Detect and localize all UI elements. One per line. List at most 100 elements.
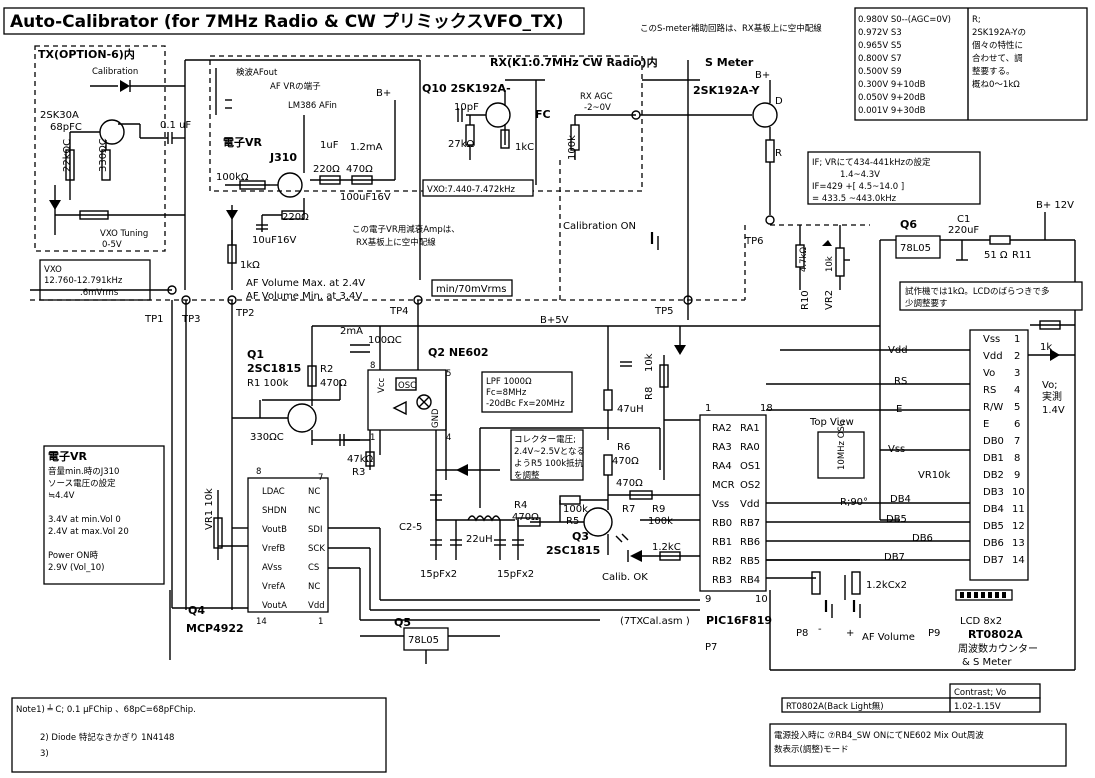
svg-text:音量min.時のJ310: 音量min.時のJ310 xyxy=(48,466,119,477)
p9-label: P9 xyxy=(928,628,940,639)
svg-text:RB3: RB3 xyxy=(712,575,732,586)
p8-label: P8 xyxy=(796,628,808,639)
c10pf-label: 10pF xyxy=(454,102,479,113)
r2-value: 470Ω xyxy=(320,378,347,389)
q2-label: Q2 NE602 xyxy=(428,346,489,359)
svg-text:DB4: DB4 xyxy=(983,504,1004,515)
meter-row: 0.500V S9 xyxy=(858,67,902,77)
meter-row: 0.001V 9+30dB xyxy=(858,106,926,116)
r47k-label: 47kΩ xyxy=(347,454,374,465)
lpf-circuit xyxy=(430,427,661,560)
tx-option-label: TX(OPTION-6)内 xyxy=(38,47,135,61)
r4-label: R4 xyxy=(514,500,527,511)
r330c-label: 330ΩC xyxy=(250,432,284,443)
c1uf-label: 1uF xyxy=(320,140,339,151)
lcd-connector: Vss Vdd Vo RS R/W E DB0 DB1 DB2 DB3 DB4 … xyxy=(969,329,1029,581)
svg-text:SDI: SDI xyxy=(308,525,322,535)
svg-text:RB1: RB1 xyxy=(712,537,732,548)
svg-text:ようR5 100k抵抗: ようR5 100k抵抗 xyxy=(514,458,584,469)
reg-78l05-2-label: 78L05 xyxy=(408,635,439,646)
tp2-label: TP2 xyxy=(235,308,255,319)
vxo-tuning-label: VXO Tuning xyxy=(100,229,148,239)
vr2-circuit xyxy=(770,224,870,290)
r6-label: R6 xyxy=(617,442,630,453)
meter-row: 0.800V S7 xyxy=(858,54,902,64)
svg-text:VrefB: VrefB xyxy=(262,544,285,554)
svg-text:Vcc: Vcc xyxy=(377,378,387,393)
svg-text:12.760-12.791kHz: 12.760-12.791kHz xyxy=(44,276,123,286)
svg-text:RB0: RB0 xyxy=(712,518,732,529)
r1-label: R1 100k xyxy=(247,378,289,389)
top-view-label: Top View xyxy=(809,417,854,428)
lcd-module-icon xyxy=(955,589,1013,601)
svg-text:VXO: VXO xyxy=(44,265,62,275)
c1-label: C1 xyxy=(957,214,970,225)
mcp-wiring xyxy=(169,300,700,660)
svg-text:2: 2 xyxy=(1014,351,1020,362)
svg-text:DB6: DB6 xyxy=(983,538,1004,549)
svg-text:RB4: RB4 xyxy=(740,575,760,586)
s-meter-circuit xyxy=(640,60,778,320)
r11-label: R11 xyxy=(1012,250,1032,261)
svg-text:DB0: DB0 xyxy=(983,436,1004,447)
svg-text:2.4V at max.Vol 20: 2.4V at max.Vol 20 xyxy=(48,527,129,537)
vxo-box: VXO 12.760-12.791kHz .6mVrms xyxy=(39,259,151,301)
svg-text:10MHz OSC: 10MHz OSC xyxy=(837,420,847,470)
vo-meas-label-2: 実測 xyxy=(1042,390,1062,403)
q5-wiring xyxy=(360,635,500,664)
s-meter-label: S Meter xyxy=(705,56,754,69)
q5-label: Q5 xyxy=(394,616,411,629)
q1-label: Q1 xyxy=(247,348,264,361)
c10uf-label: 10uF16V xyxy=(252,235,297,246)
svg-text:Vdd: Vdd xyxy=(308,601,325,611)
svg-text:OS2: OS2 xyxy=(740,480,761,491)
svg-text:DB3: DB3 xyxy=(983,487,1004,498)
r1k-label: 1kΩ xyxy=(240,260,260,271)
r9-value: 100k xyxy=(648,516,673,527)
svg-text:10: 10 xyxy=(755,594,768,605)
vxo-freq-box xyxy=(422,179,534,197)
vr2-label: VR2 xyxy=(824,290,835,310)
svg-text:+: + xyxy=(846,628,854,639)
svg-text:AVss: AVss xyxy=(262,563,283,573)
r470-1-label: 470Ω xyxy=(346,164,373,175)
vr1-label: VR1 10k xyxy=(204,488,215,530)
svg-text:DB2: DB2 xyxy=(983,470,1004,481)
svg-text:NC: NC xyxy=(308,487,320,497)
svg-text:を調整: を調整 xyxy=(514,470,540,481)
lcd-desc-1: 周波数カウンター xyxy=(958,642,1038,655)
calib-on-switch[interactable] xyxy=(650,232,659,250)
svg-text:9: 9 xyxy=(705,594,711,605)
p9-switch[interactable]: + xyxy=(846,600,861,639)
pic-label: PIC16F819 xyxy=(706,614,772,627)
svg-text:2.4V~2.5Vとなる: 2.4V~2.5Vとなる xyxy=(514,447,585,457)
power-note-box: 電源投入時に ⑦RB4_SW ONにてNE602 Mix Out周波 数表示(調… xyxy=(769,723,1067,767)
osc-10mhz: 10MHz OSC R;90° xyxy=(817,420,868,508)
p8-switch[interactable]: - xyxy=(818,600,833,635)
svg-text:1.02-1.15V: 1.02-1.15V xyxy=(954,702,1001,712)
lcd-wiring xyxy=(766,320,1075,561)
l22uh-label: 22uH xyxy=(466,534,493,545)
tp3-label: TP3 xyxy=(181,314,201,325)
svg-text:≒4.4V: ≒4.4V xyxy=(48,491,75,501)
r1k-lcd-label: 1k xyxy=(1040,342,1052,353)
svg-text:MCR: MCR xyxy=(712,480,735,491)
svg-text:8: 8 xyxy=(256,467,261,477)
r3-label: R3 xyxy=(352,467,365,478)
tx-option-box xyxy=(34,45,166,252)
misc-wiring xyxy=(30,60,900,610)
r12kc-label: 1.2kC xyxy=(652,542,681,553)
detect-af-label: 検波AFout xyxy=(236,67,278,78)
vo-meas-label: Vo; xyxy=(1042,380,1058,391)
calibration-label: Calibration xyxy=(92,67,138,77)
q3-label: Q3 xyxy=(572,530,589,543)
d-label: D xyxy=(775,96,783,107)
svg-text:SHDN: SHDN xyxy=(262,506,287,516)
lcd-note-box: 試作機では1kΩ。LCDのばらつきで多 少調整要す xyxy=(899,281,1083,311)
r220-1-label: 220Ω xyxy=(313,164,340,175)
calib-ok-led xyxy=(615,519,700,562)
svg-text:8: 8 xyxy=(1014,453,1020,464)
svg-text:ソース電圧の設定: ソース電圧の設定 xyxy=(48,478,116,489)
s-meter-table: 0.980V S0--(AGC=0V) 0.972V S3 0.965V S5 … xyxy=(854,7,1088,121)
svg-text:RA2: RA2 xyxy=(712,423,732,434)
